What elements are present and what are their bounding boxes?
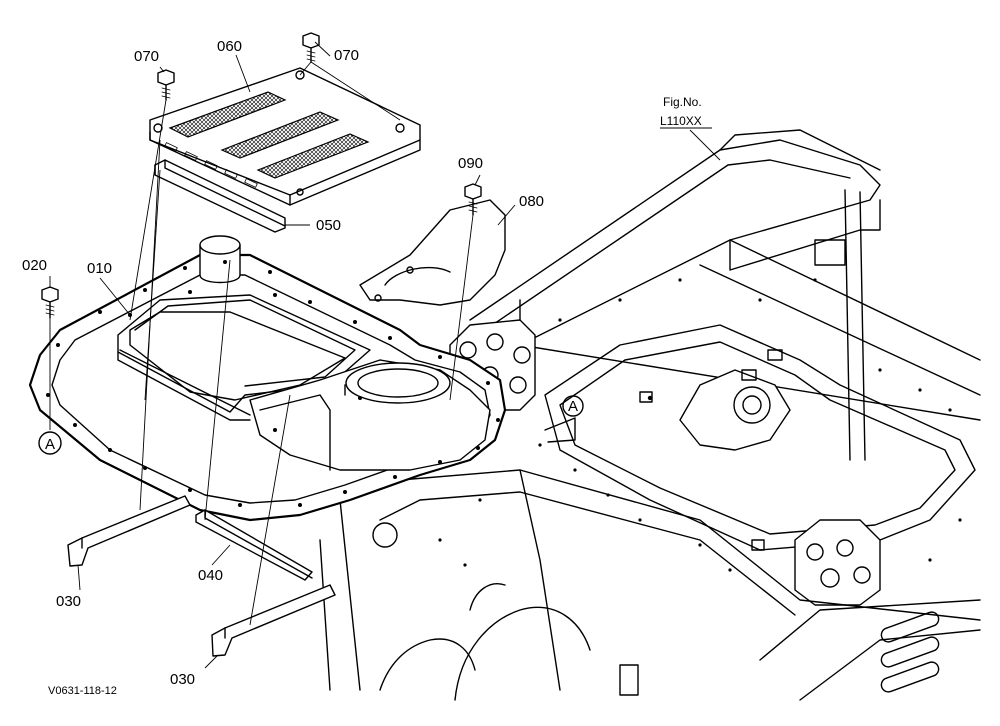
bolt-070-left [157,69,175,101]
part-010-cover-plate [28,235,507,522]
bolt-090 [464,183,482,216]
reference-mark-left [38,431,62,455]
callout-050: 050 [316,217,341,234]
figure-number: L110XX [660,114,702,128]
callout-080: 080 [519,193,544,210]
callout-040: 040 [198,567,223,584]
drawing-code: V0631-118-12 [48,685,117,697]
reference-mark-frame [544,395,584,443]
callout-030-lower: 030 [170,671,195,688]
callout-090: 090 [458,155,483,172]
bolt-070-right [302,32,320,63]
bolt-020 [41,286,59,319]
callout-070-right: 070 [334,47,359,64]
callout-010: 010 [87,260,112,277]
leader-lines [49,41,721,669]
part-060-mesh-panel [149,67,421,206]
assembly-lines [49,61,474,626]
figure-label: Fig.No. [663,95,702,109]
part-030-seal-lower [211,584,336,657]
callout-070-left: 070 [134,48,159,65]
part-030-seal-upper [67,495,191,567]
reference-label-frame: A [568,398,578,415]
callout-030-upper: 030 [56,593,81,610]
reference-label-left: A [45,436,55,453]
callout-060: 060 [217,38,242,55]
callout-020: 020 [22,257,47,274]
machine-frame [319,129,981,701]
part-080-cover [359,199,506,306]
